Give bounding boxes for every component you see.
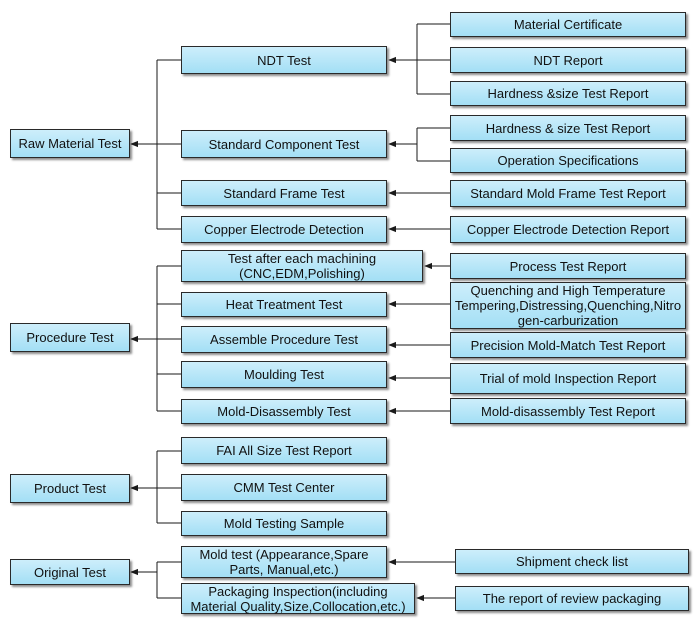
copper-electrode-detection-label: Copper Electrode Detection bbox=[204, 222, 364, 237]
hardness-size-report-box-1: Hardness &size Test Report bbox=[450, 81, 686, 106]
ndt-report-label: NDT Report bbox=[533, 52, 603, 68]
shipment-check-list-box: Shipment check list bbox=[455, 549, 689, 574]
trial-inspection-report-label: Trial of mold Inspection Report bbox=[479, 371, 657, 386]
shipment-check-list-label: Shipment check list bbox=[516, 554, 628, 569]
copper-electrode-detection-box: Copper Electrode Detection bbox=[181, 216, 387, 243]
packaging-inspection-label: Packaging Inspection(including Material … bbox=[190, 583, 406, 614]
product-test-label: Product Test bbox=[33, 481, 107, 496]
review-packaging-report-label: The report of review packaging bbox=[482, 591, 662, 606]
moulding-test-box: Moulding Test bbox=[181, 361, 387, 388]
standard-mold-frame-report-box: Standard Mold Frame Test Report bbox=[450, 180, 686, 207]
material-certificate-label: Material Certificate bbox=[513, 17, 623, 32]
machining-test-label: Test after each machining (CNC,EDM,Polis… bbox=[227, 251, 377, 281]
packaging-inspection-box: Packaging Inspection(including Material … bbox=[181, 583, 415, 614]
raw-material-test-box: Raw Material Test bbox=[10, 129, 130, 158]
heat-treatment-test-label: Heat Treatment Test bbox=[225, 297, 343, 312]
operation-specifications-label: Operation Specifications bbox=[497, 153, 639, 168]
procedure-test-label: Procedure Test bbox=[26, 330, 114, 345]
precision-mold-match-report-box: Precision Mold-Match Test Report bbox=[450, 332, 686, 358]
fai-test-report-box: FAI All Size Test Report bbox=[181, 437, 387, 464]
process-test-report-label: Process Test Report bbox=[509, 258, 627, 274]
hardness-size-report-box-2: Hardness & size Test Report bbox=[450, 115, 686, 141]
hardness-size-report-label-2: Hardness & size Test Report bbox=[485, 120, 651, 136]
copper-electrode-report-box: Copper Electrode Detection Report bbox=[450, 216, 686, 243]
product-test-box: Product Test bbox=[10, 474, 130, 503]
trial-inspection-report-box: Trial of mold Inspection Report bbox=[450, 363, 686, 394]
quenching-label: Quenching and High Temperature Tempering… bbox=[454, 283, 682, 328]
assemble-procedure-test-label: Assemble Procedure Test bbox=[210, 332, 358, 347]
cmm-test-center-label: CMM Test Center bbox=[233, 480, 335, 495]
original-test-box: Original Test bbox=[10, 559, 130, 585]
mold-disassembly-test-box: Mold-Disassembly Test bbox=[181, 399, 387, 424]
precision-mold-match-report-label: Precision Mold-Match Test Report bbox=[470, 337, 666, 353]
standard-mold-frame-report-label: Standard Mold Frame Test Report bbox=[470, 186, 666, 201]
material-certificate-box: Material Certificate bbox=[450, 12, 686, 37]
hardness-size-report-label-1: Hardness &size Test Report bbox=[487, 86, 649, 101]
moulding-test-label: Moulding Test bbox=[244, 367, 324, 382]
original-test-label: Original Test bbox=[33, 564, 106, 580]
ndt-test-label: NDT Test bbox=[257, 52, 311, 68]
fai-test-report-label: FAI All Size Test Report bbox=[216, 443, 352, 458]
cmm-test-center-box: CMM Test Center bbox=[181, 474, 387, 501]
raw-material-test-label: Raw Material Test bbox=[18, 136, 122, 151]
mold-disassembly-test-label: Mold-Disassembly Test bbox=[217, 404, 351, 419]
standard-component-test-label: Standard Component Test bbox=[208, 136, 360, 152]
mold-testing-sample-label: Mold Testing Sample bbox=[223, 516, 345, 531]
mold-disassembly-report-label: Mold-disassembly Test Report bbox=[481, 403, 655, 419]
heat-treatment-test-box: Heat Treatment Test bbox=[181, 292, 387, 317]
ndt-test-box: NDT Test bbox=[181, 46, 387, 74]
mold-testing-sample-box: Mold Testing Sample bbox=[181, 511, 387, 536]
operation-specifications-box: Operation Specifications bbox=[450, 148, 686, 173]
assemble-procedure-test-box: Assemble Procedure Test bbox=[181, 326, 387, 353]
standard-frame-test-label: Standard Frame Test bbox=[223, 185, 345, 201]
mold-test-box: Mold test (Appearance,Spare Parts, Manua… bbox=[181, 546, 387, 578]
ndt-report-box: NDT Report bbox=[450, 47, 686, 73]
standard-component-test-box: Standard Component Test bbox=[181, 130, 387, 158]
mold-disassembly-report-box: Mold-disassembly Test Report bbox=[450, 398, 686, 424]
quenching-box: Quenching and High Temperature Tempering… bbox=[450, 282, 686, 329]
procedure-test-box: Procedure Test bbox=[10, 323, 130, 352]
copper-electrode-report-label: Copper Electrode Detection Report bbox=[466, 222, 670, 237]
machining-test-box: Test after each machining (CNC,EDM,Polis… bbox=[181, 250, 423, 282]
mold-test-label: Mold test (Appearance,Spare Parts, Manua… bbox=[199, 547, 369, 577]
process-test-report-box: Process Test Report bbox=[450, 253, 686, 279]
review-packaging-report-box: The report of review packaging bbox=[455, 586, 689, 611]
standard-frame-test-box: Standard Frame Test bbox=[181, 180, 387, 206]
